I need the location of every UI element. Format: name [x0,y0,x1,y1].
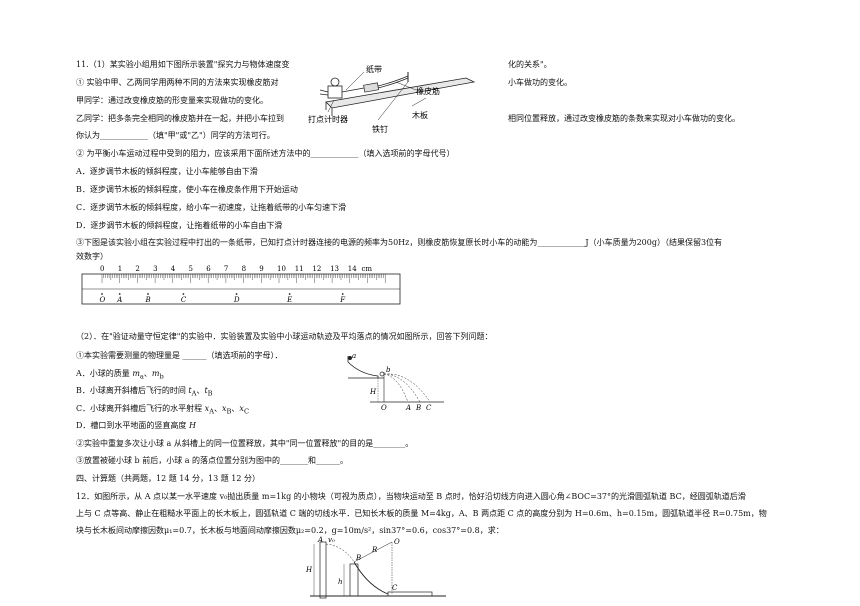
fig-label-h: h [338,578,343,586]
q11-jia-method: 甲同学：通过改变橡皮筋的形变量来实现做功的变化。 [76,96,268,105]
tape-dot [182,293,185,295]
ruler-number: 10 [277,265,286,273]
q11-step3-line1: ③下图是该实验小组在实验过程中打出的一条纸带，已知打点计时器连接的电源的频率为5… [76,238,723,247]
q12-line3: 块与长木板间动摩擦因数μ₁=0.7，长木板与地面间动摩擦因数μ₂=0.2，g=1… [76,526,504,535]
ruler-number: 5 [189,265,193,273]
label-tape: 纸带 [366,64,382,74]
ruler-number: 14 [348,265,357,273]
fig-label-b: b [386,366,391,374]
q11-step2: ② 为平衡小车运动过程中受到的阻力，应该采用下面所述方法中的__________… [76,149,455,158]
tape-dot [118,293,121,295]
collision-figure: a b H O A B C [347,352,444,412]
q11b-step1: ①本实验需要测量的物理量是 ______（填选项前的字母）． [76,351,283,360]
ruler-number: 9 [259,265,263,273]
q12-line2: 上与 C 点等高、静止在粗糙水平面上的长木板上，圆弧轨道 C 端的切线水平．已知… [76,509,767,518]
fig-label-O: O [394,538,400,546]
q11-step1-left: ① 实验中甲、乙两同学用两种不同的方法来实现橡皮筋对 [76,78,279,87]
q11b-option-c: C．小球离开斜槽后飞行的水平射程 xA、xB、xC [76,404,250,416]
ruler-unit: cm [362,265,373,273]
q11b-option-b: B．小球离开斜槽后飞行的时间 tA、tB [76,386,213,398]
q11-yi-method-left: 乙同学：把多条完全相同的橡皮筋并在一起，并把小车拉到 [76,114,284,123]
tape-dot [341,293,344,295]
fig-label-B: B [415,404,421,412]
q11-option-d: D．逐步调节木板的倾斜程度，让拖着纸带的小车自由下滑 [76,221,283,230]
tape-point-label: O [100,296,106,304]
q12-line1: 12．如图所示，从 A 点以某一水平速度 v₀抛出质量 m=1kg 的小物块（可… [76,492,746,501]
q11-option-b: B．逐步调节木板的倾斜程度，使小车在橡皮条作用下开始运动 [76,185,298,194]
ruler-number: 13 [330,265,339,273]
label-board: 木板 [412,110,428,120]
apparatus-figure: 纸带 橡皮筋 打点计时器 木板 铁钉 [308,64,476,134]
ruler-number: 3 [153,265,157,273]
q11-option-c: C．逐步调节木板的倾斜程度，给小车一初速度，让拖着纸带的小车匀速下滑 [76,203,347,212]
fig-label-O: O [381,404,387,412]
tape-point-label: A [116,296,122,304]
ruler-number: 6 [206,265,211,273]
ruler-number: 11 [295,265,304,273]
tape-point-label: F [339,296,346,304]
ruler-number: 4 [171,265,176,273]
fig-label-B: B [355,554,361,562]
fig-label-A: A [405,404,411,412]
q11b-option-a: A．小球的质量 ma、mb [76,369,164,381]
fig-label-H: H [305,566,313,574]
label-timer: 打点计时器 [308,114,348,124]
q11-step3-line2: 效数字） [76,252,108,261]
ruler-number: 8 [242,265,246,273]
ruler-number: 12 [312,265,321,273]
q11-yi-method-right: 相同位置释放，通过改变橡皮筋的条数来实现对小车做功的变化。 [508,114,740,123]
fig-label-a: a [352,352,356,360]
fig-label-R: R [371,546,378,554]
tape-dot [235,293,238,295]
q11b-step2: ②实验中重复多次让小球 a 从斜槽上的同一位置释放，其中"同一位置释放"的目的是… [76,439,414,448]
ruler-number: 1 [118,265,122,273]
fig-label-C: C [426,404,432,412]
projectile-arc-figure: A v₀ B R O H h C [305,536,446,599]
label-rubber-band: 橡皮筋 [416,86,440,96]
ruler-number: 0 [100,265,104,273]
section-4-heading: 四、计算题（共两题，12 题 14 分，13 题 12 分） [76,474,260,483]
ruler-number: 2 [135,265,139,273]
tape-point-label: E [286,296,292,304]
label-nail: 铁钉 [372,124,388,134]
q11b-intro: （2）．在"验证动量守恒定律"的实验中．实验装置及实验中小球运动轨迹及平均落点的… [76,332,493,341]
q11-question-which: 你认为____________（填"甲"或"乙"）同学的方法可行。 [76,131,275,140]
fig-label-A: A [317,536,323,544]
ruler-number: 7 [224,265,228,273]
fig-label-v0: v₀ [328,536,335,544]
q11b-option-d: D．槽口到水平地面的竖直高度 H [76,421,196,430]
tape-point-label: B [145,296,151,304]
q11-step1-right: 小车做功的变化。 [508,78,572,87]
q11-intro-left: 11.（1）某实验小组用如下图所示装置"探究力与物体速度变 [76,60,290,69]
q11b-step3: ③放置被碰小球 b 前后，小球 a 的落点位置分别为图中的_______和___… [76,456,349,465]
tape-dot [101,293,103,295]
q11-intro-right: 化的关系"。 [508,60,552,69]
fig-label-H: H [369,388,377,396]
tape-point-label: C [181,296,187,304]
tape-dot [288,293,291,295]
tape-dot [147,293,149,295]
q11-option-a: A．逐步调节木板的倾斜程度，让小车能够自由下滑 [76,167,258,176]
tape-point-label: D [233,296,240,304]
fig-label-C: C [392,584,398,592]
